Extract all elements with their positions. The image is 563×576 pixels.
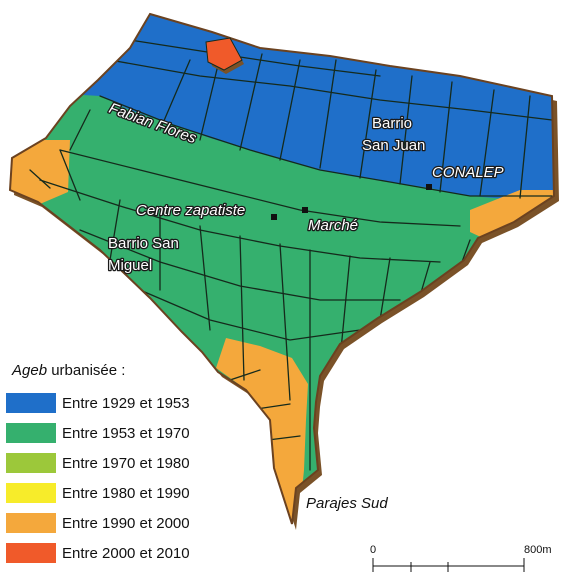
legend-item: Entre 1970 et 1980	[6, 448, 246, 478]
street-network	[29, 39, 553, 471]
legend-swatch	[6, 393, 56, 413]
label-parajes-sud: Parajes Sud	[306, 495, 388, 512]
centre-zapatiste-marker	[271, 214, 277, 220]
legend-label: Entre 2000 et 2010	[62, 544, 190, 562]
legend-item: Entre 1990 et 2000	[6, 508, 246, 538]
legend-title-rest: urbanisée :	[47, 362, 126, 379]
scale-bar: 0 800m	[370, 544, 552, 572]
scale-end-label: 800m	[524, 544, 552, 556]
marche-marker	[302, 207, 308, 213]
legend-swatch	[6, 423, 56, 443]
legend-label: Entre 1970 et 1980	[62, 454, 190, 472]
legend-swatch	[6, 513, 56, 533]
legend-item: Entre 1953 et 1970	[6, 418, 246, 448]
label-marche: Marché	[308, 217, 358, 234]
label-barrio-san-miguel-2: Miguel	[108, 257, 152, 274]
legend: Ageb urbanisée : Entre 1929 et 1953 Entr…	[6, 360, 246, 568]
conalep-marker	[426, 184, 432, 190]
zone-2000-2010-fill	[205, 37, 243, 71]
legend-item: Entre 2000 et 2010	[6, 538, 246, 568]
legend-title-italic: Ageb	[12, 362, 48, 379]
legend-item: Entre 1929 et 1953	[6, 388, 246, 418]
label-barrio-san-miguel-1: Barrio San	[108, 235, 179, 252]
legend-label: Entre 1929 et 1953	[62, 394, 190, 412]
city-outline	[8, 12, 556, 525]
legend-swatch	[6, 543, 56, 563]
legend-label: Entre 1980 et 1990	[62, 484, 190, 502]
legend-swatch	[6, 483, 56, 503]
zone-1990-2000-south	[216, 338, 308, 524]
scale-start-label: 0	[370, 544, 376, 556]
label-centre-zapatiste: Centre zapatiste	[136, 202, 245, 219]
label-barrio-san-juan-2: San Juan	[362, 137, 425, 154]
legend-item: Entre 1980 et 1990	[6, 478, 246, 508]
label-conalep: CONALEP	[432, 164, 504, 181]
legend-swatch	[6, 453, 56, 473]
legend-label: Entre 1990 et 2000	[62, 514, 190, 532]
legend-title: Ageb urbanisée :	[12, 360, 246, 382]
legend-label: Entre 1953 et 1970	[62, 424, 190, 442]
zone-1990-2000-west	[10, 140, 70, 204]
label-barrio-san-juan-1: Barrio	[372, 115, 412, 132]
